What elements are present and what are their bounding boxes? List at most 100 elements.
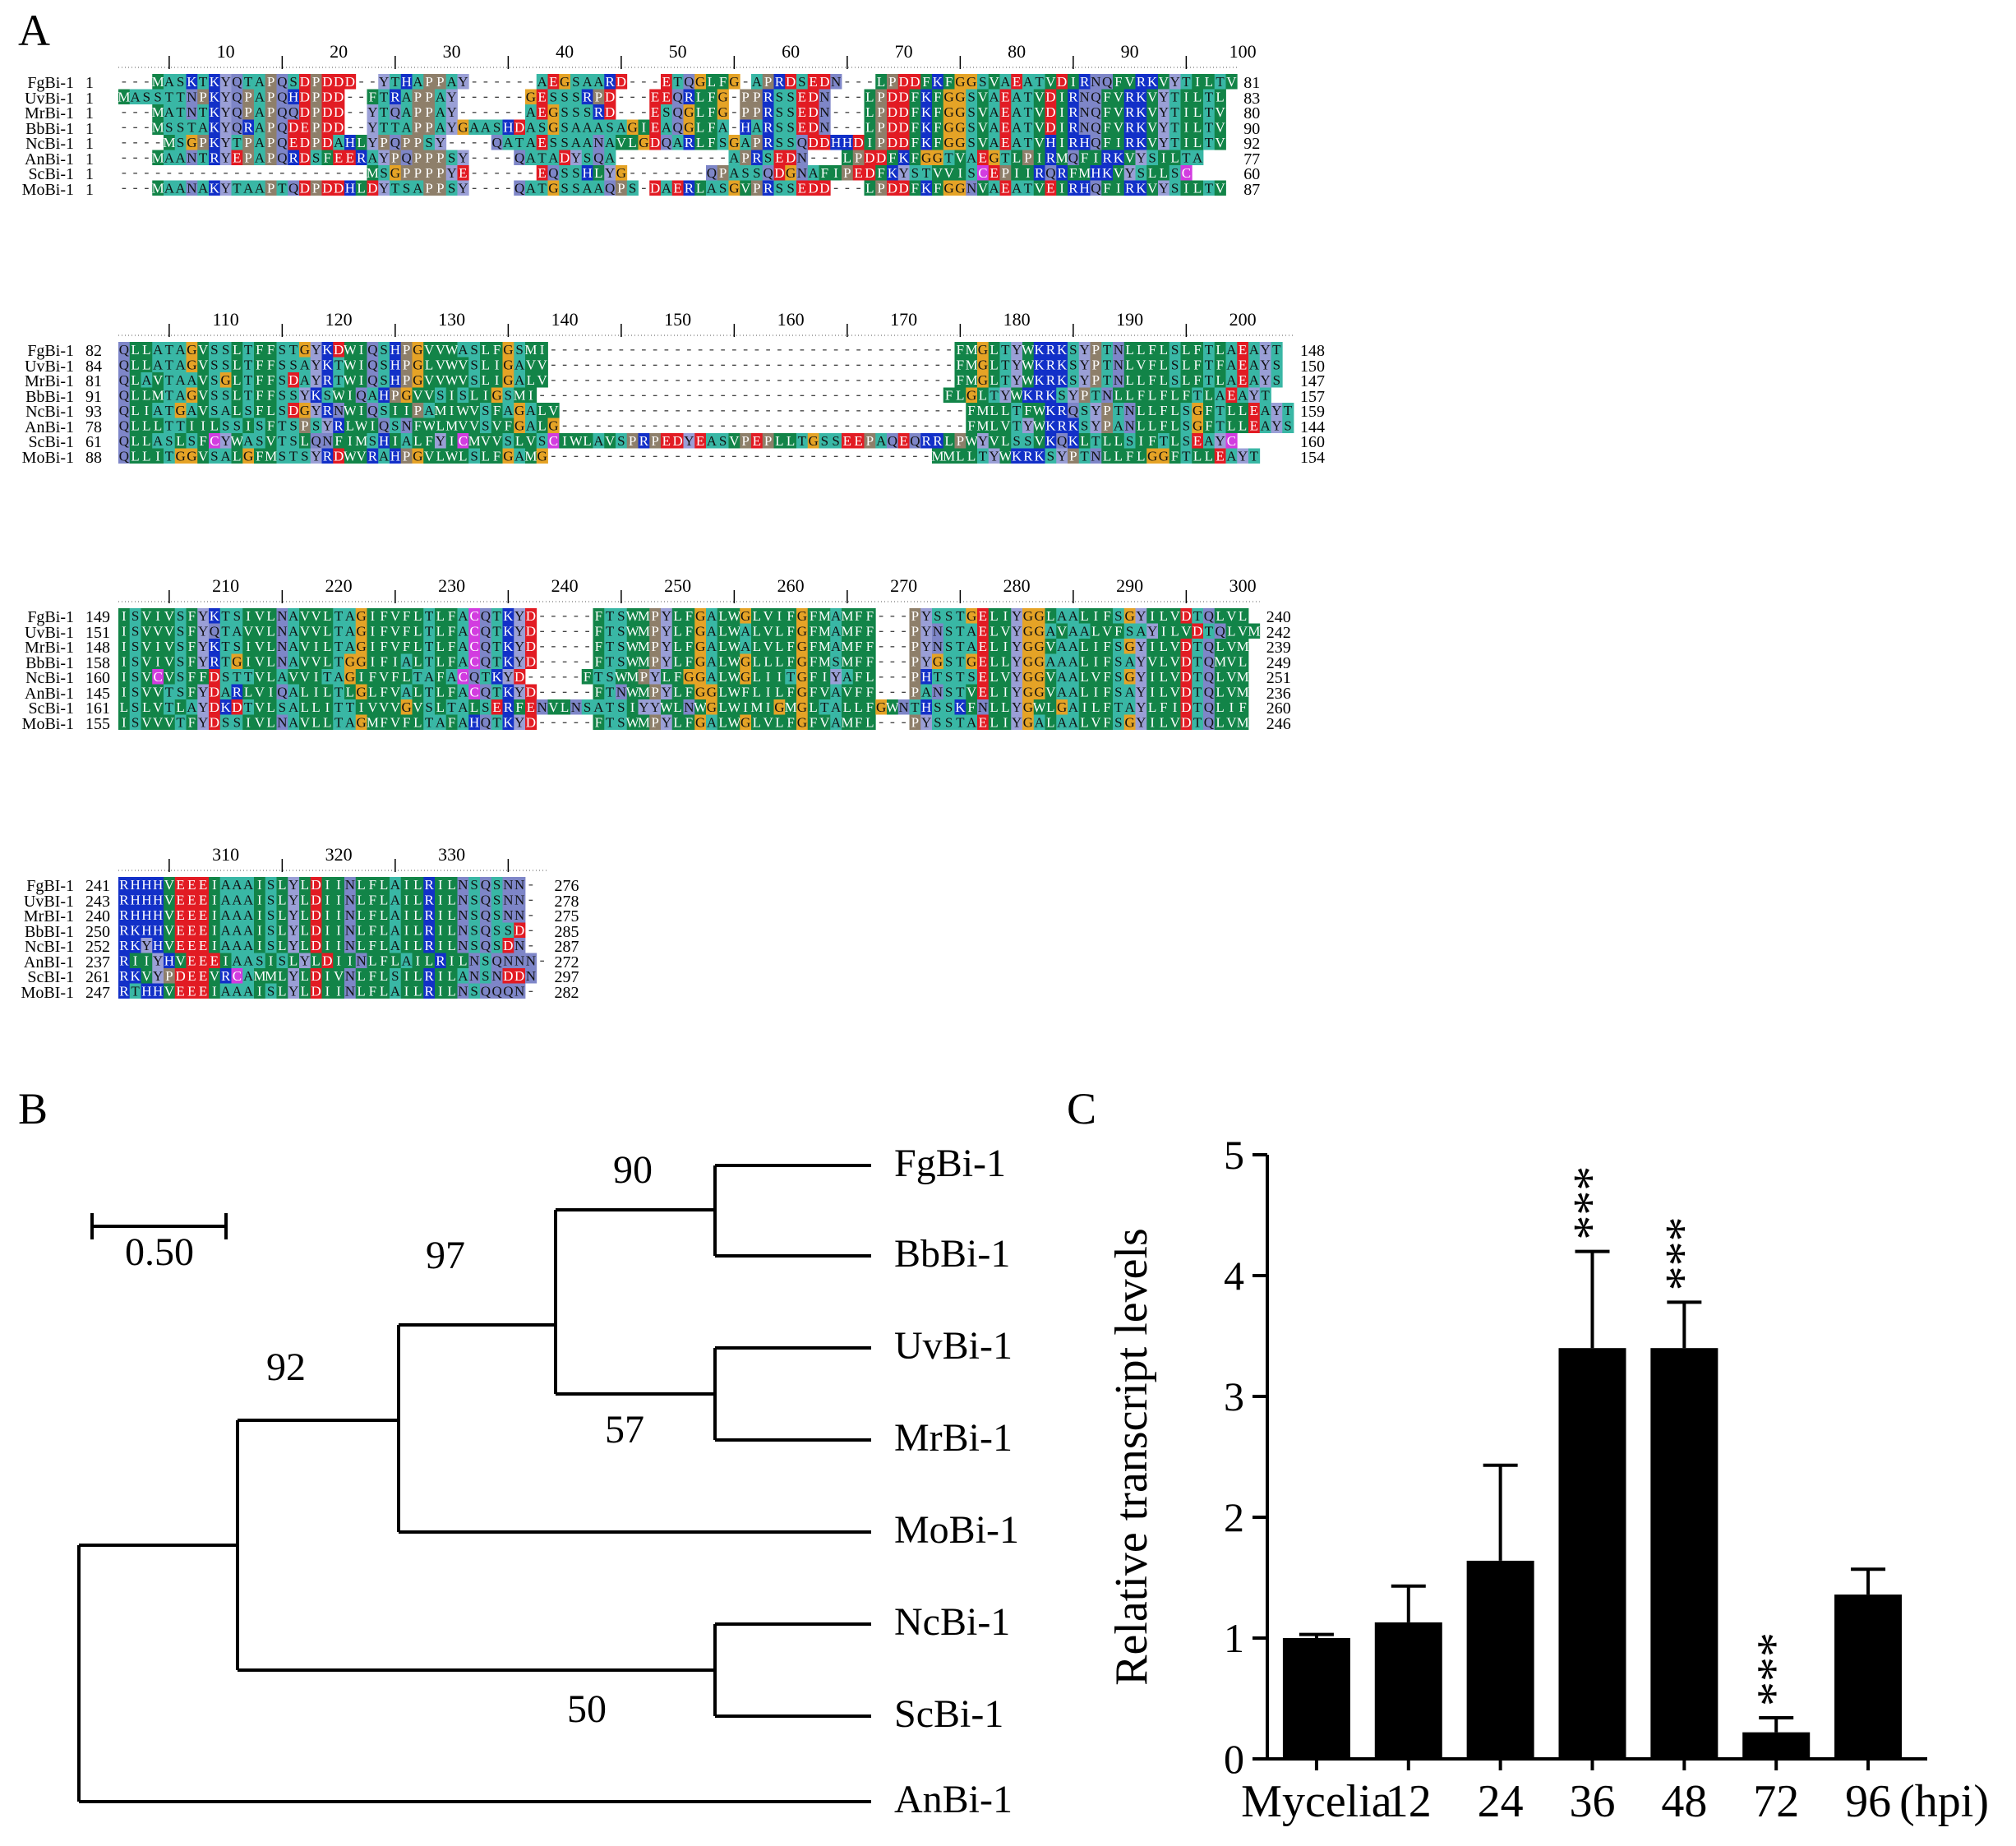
residue-letter: V — [1057, 624, 1068, 639]
residue-cell — [762, 89, 774, 104]
residue-letter: V — [978, 181, 989, 196]
residue-cell — [717, 104, 729, 120]
residue-letter: A — [1136, 624, 1146, 639]
residue-letter: D — [300, 181, 310, 196]
residue-cell — [1135, 74, 1147, 90]
residue-letter: L — [763, 654, 772, 670]
gap-mark: - — [619, 149, 624, 165]
residue-letter: P — [414, 403, 422, 418]
residue-letter: I — [868, 135, 873, 150]
residue-letter: A — [481, 120, 491, 136]
residue-letter: T — [537, 150, 547, 166]
gap-mark: - — [743, 356, 748, 372]
residue-cell — [1113, 135, 1125, 150]
sequence-name: FgBi-1 — [27, 342, 74, 360]
residue-cell — [254, 119, 266, 135]
gap-mark: - — [709, 149, 714, 165]
residue-letter: T — [221, 624, 230, 639]
residue-letter: L — [266, 699, 274, 715]
residue-letter: A — [1000, 74, 1011, 90]
residue-letter: G — [797, 624, 807, 639]
residue-cell — [581, 165, 593, 181]
residue-cell — [242, 74, 255, 90]
residue-cell — [514, 180, 526, 196]
residue-cell — [593, 135, 605, 150]
residue-letter: F — [188, 685, 196, 700]
gap-mark: - — [540, 653, 545, 669]
residue-letter: A — [729, 165, 740, 181]
residue-letter: S — [584, 104, 591, 120]
residue-letter: W — [727, 654, 741, 670]
residue-letter: G — [560, 74, 570, 90]
residue-cell — [762, 165, 774, 181]
residue-letter: Q — [593, 150, 603, 166]
residue-cell — [197, 135, 210, 150]
residue-cell — [864, 89, 876, 104]
residue-letter: F — [1069, 165, 1077, 181]
residue-letter: L — [436, 418, 445, 434]
residue-letter: K — [210, 74, 220, 90]
residue-letter: S — [934, 608, 941, 624]
residue-letter: Y — [220, 433, 230, 449]
gap-mark: - — [607, 386, 612, 403]
residue-letter: G — [1147, 449, 1157, 464]
residue-cell — [1056, 165, 1068, 181]
sequence-name: MrBi-1 — [25, 104, 74, 122]
residue-letter: S — [1171, 358, 1179, 373]
gap-mark: - — [348, 118, 353, 135]
residue-letter: S — [967, 120, 975, 136]
gap-mark: - — [833, 417, 838, 433]
residue-letter: D — [300, 74, 310, 90]
gap-mark: - — [551, 622, 556, 639]
residue-letter: F — [505, 418, 512, 434]
gap-mark: - — [766, 356, 771, 372]
residue-letter: S — [380, 403, 387, 418]
residue-cell — [740, 165, 752, 181]
sequence-end: 251 — [1266, 669, 1291, 687]
residue-cell — [435, 165, 447, 181]
gap-mark: - — [867, 447, 872, 464]
gap-mark: - — [890, 371, 895, 387]
residue-letter: S — [1081, 418, 1088, 434]
residue-cell — [570, 89, 583, 104]
residue-letter: T — [1193, 388, 1202, 404]
residue-cell — [1180, 180, 1193, 196]
residue-letter: R — [1068, 90, 1078, 105]
residue-cell — [988, 89, 1000, 104]
residue-letter: G — [1023, 654, 1033, 670]
residue-letter: T — [1205, 135, 1214, 150]
residue-cell — [897, 135, 910, 150]
residue-letter: L — [436, 654, 445, 670]
residue-letter: F — [866, 624, 874, 639]
residue-letter: G — [187, 135, 196, 150]
residue-cell — [762, 180, 774, 196]
residue-letter: L — [311, 715, 320, 731]
residue-cell — [1123, 150, 1136, 165]
residue-letter: T — [1216, 403, 1225, 418]
gap-mark: - — [698, 340, 703, 357]
residue-letter: P — [753, 135, 760, 150]
residue-cell — [265, 89, 277, 104]
residue-letter: F — [708, 120, 715, 136]
residue-letter: V — [1169, 654, 1180, 670]
residue-letter: H — [130, 893, 140, 908]
gap-mark: - — [890, 667, 895, 684]
residue-cell — [310, 180, 322, 196]
residue-letter: G — [526, 90, 536, 105]
residue-letter: V — [1226, 654, 1237, 670]
sequence-start: 160 — [85, 669, 110, 687]
residue-cell — [1022, 119, 1035, 135]
residue-letter: D — [322, 74, 332, 90]
gap-mark: - — [562, 713, 567, 730]
residue-letter: Y — [514, 685, 524, 700]
residue-letter: S — [561, 104, 568, 120]
residue-letter: N — [978, 699, 988, 715]
residue-cell — [209, 104, 221, 120]
residue-letter: A — [1068, 685, 1079, 700]
residue-letter: R — [323, 372, 333, 388]
residue-letter: K — [933, 74, 943, 90]
residue-letter: A — [458, 699, 468, 715]
gap-mark: - — [698, 447, 703, 464]
gap-mark: - — [822, 340, 827, 357]
residue-letter: F — [674, 669, 681, 685]
